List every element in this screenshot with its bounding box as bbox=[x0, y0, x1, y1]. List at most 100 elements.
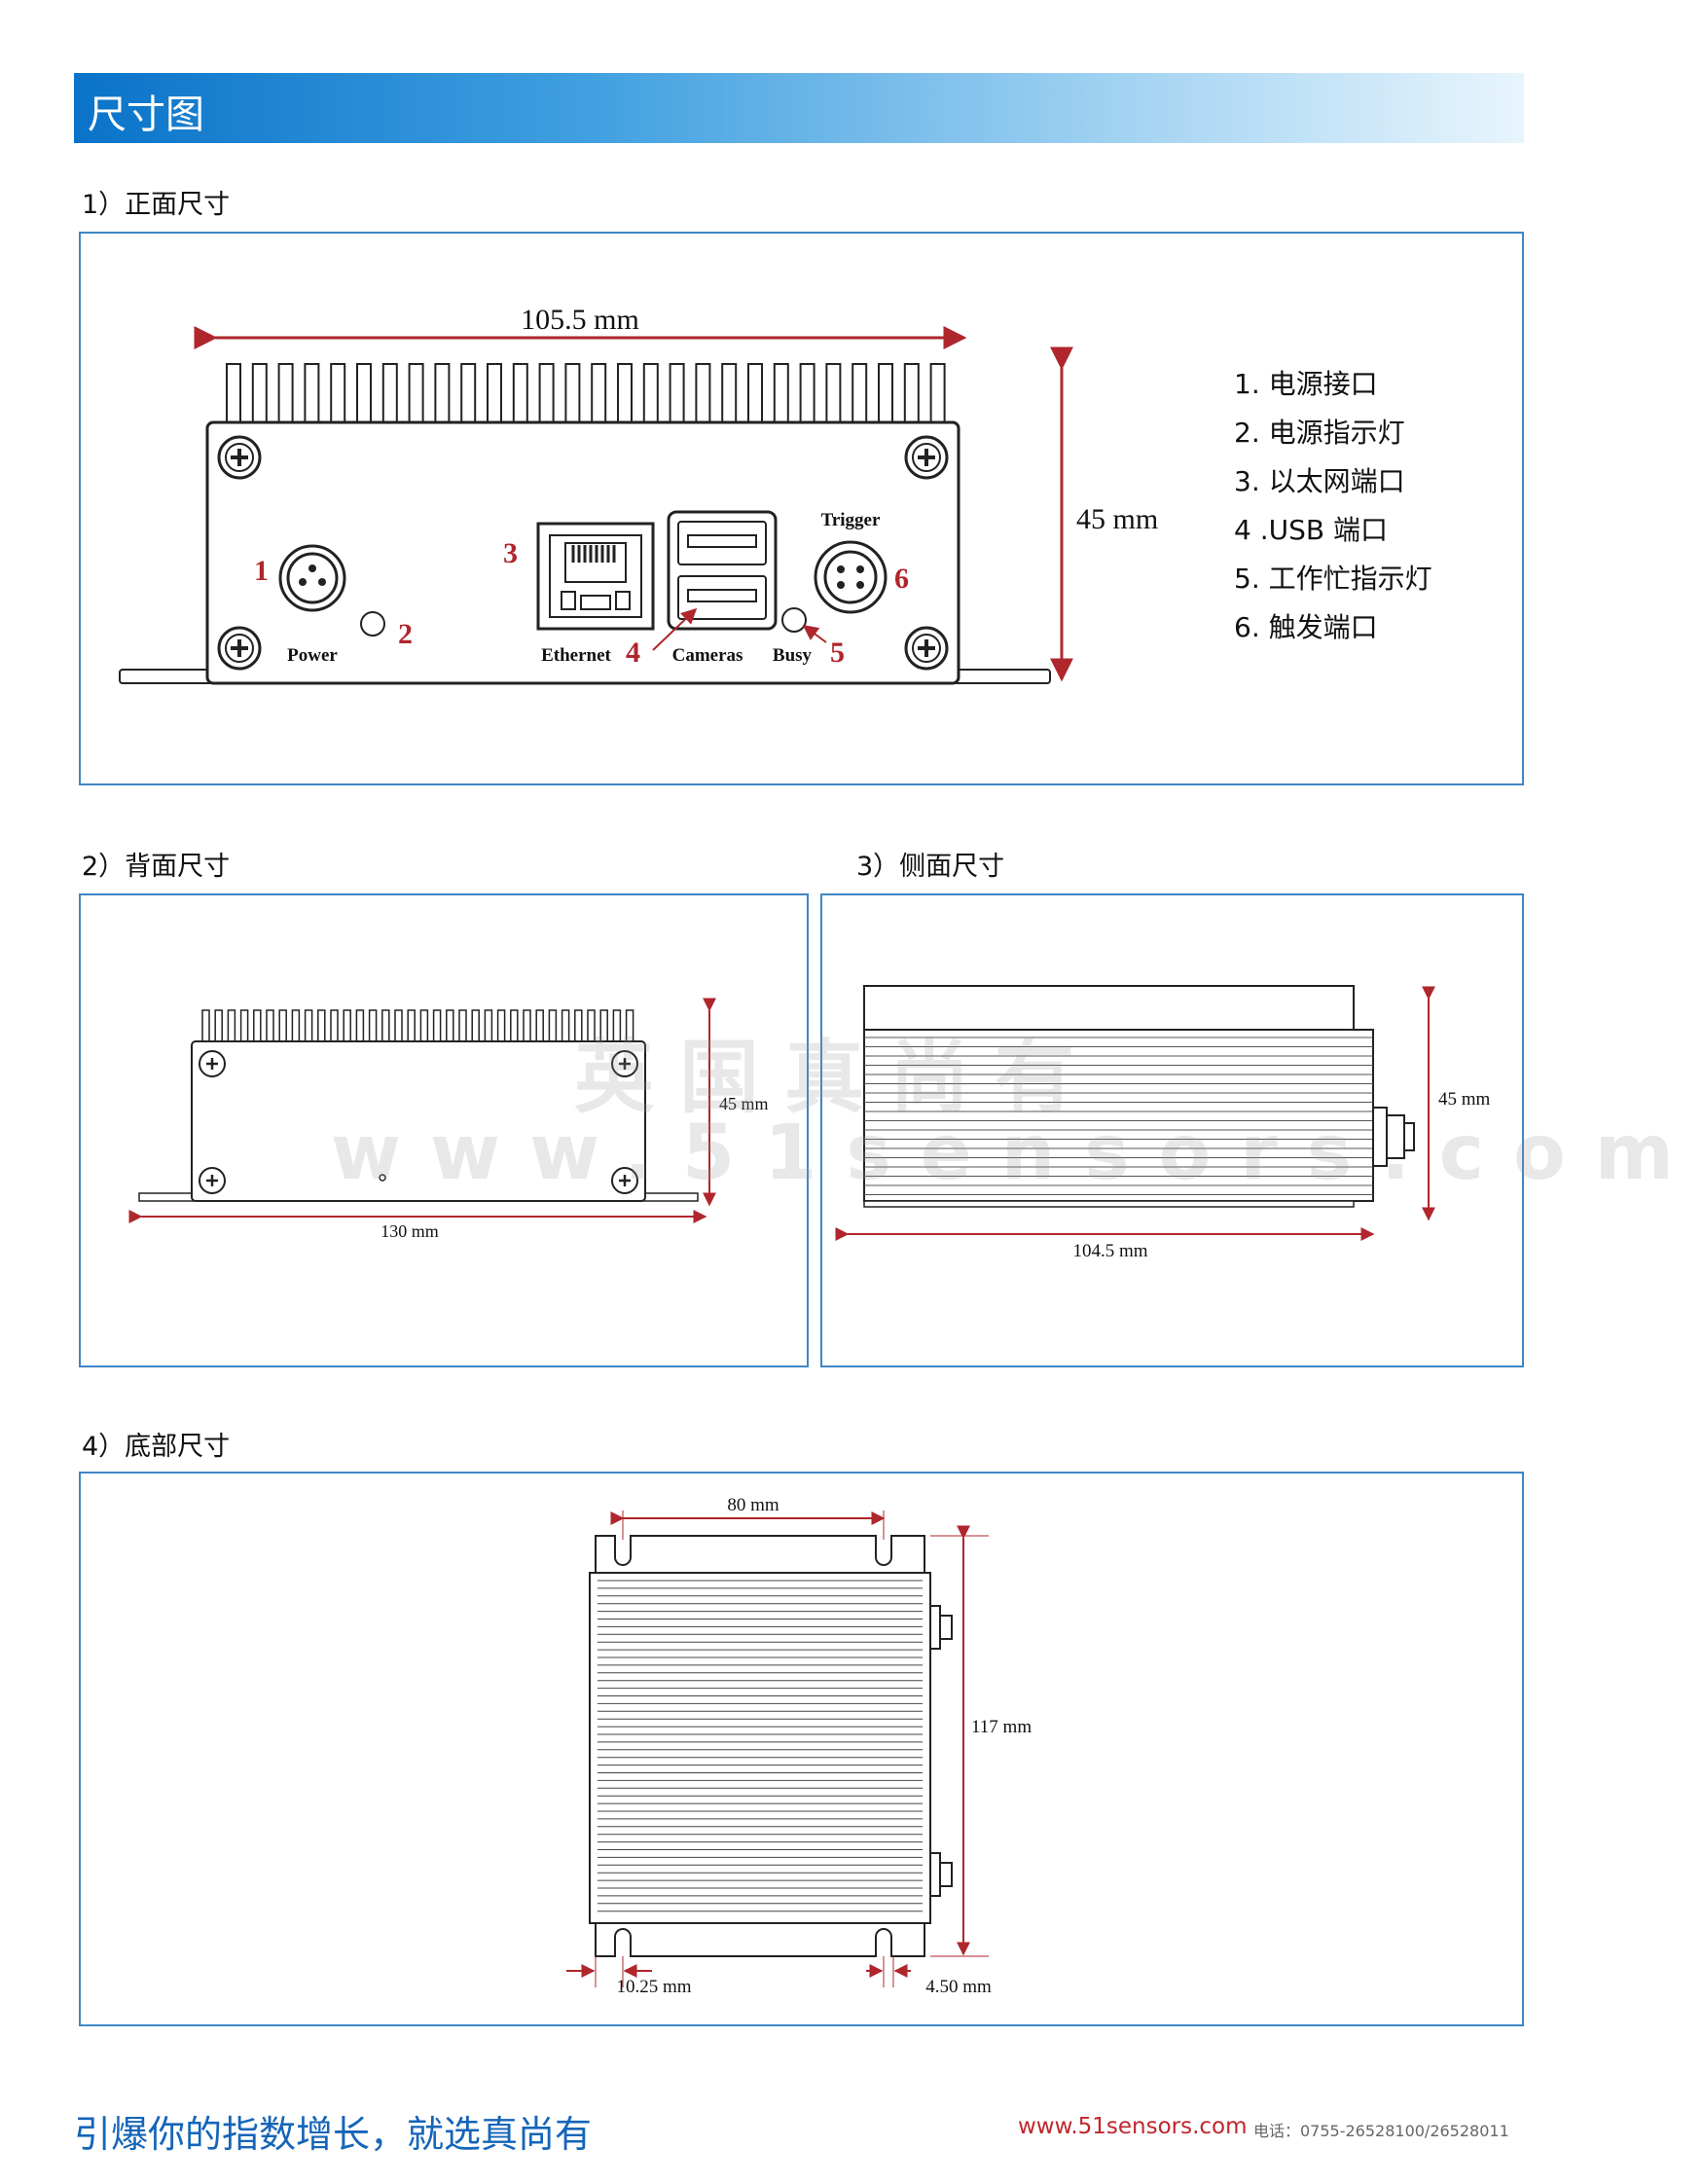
screw-icon bbox=[611, 1167, 638, 1194]
fin bbox=[381, 363, 398, 422]
legend-item: 6. 触发端口 bbox=[1234, 611, 1378, 643]
fin bbox=[561, 1009, 570, 1041]
fin bbox=[564, 363, 581, 422]
side-top-bracket bbox=[863, 985, 1355, 991]
callout-number: 2 bbox=[398, 618, 413, 650]
fin bbox=[612, 1009, 622, 1041]
screw-icon bbox=[904, 626, 949, 671]
usb-port-icon bbox=[667, 510, 778, 631]
back-height-label: 45 mm bbox=[719, 1094, 769, 1113]
front-diagram: 105.5 mm 45 mm Power Ethernet bbox=[119, 304, 1158, 685]
fin bbox=[695, 363, 711, 422]
back-diagram: 45 mm 130 mm bbox=[128, 998, 769, 1241]
callout-number: 6 bbox=[894, 563, 909, 595]
section-title-side: 3）侧面尺寸 bbox=[856, 852, 1005, 882]
device-side-body bbox=[863, 1029, 1374, 1202]
fin bbox=[669, 363, 685, 422]
fin bbox=[253, 1009, 262, 1041]
busy-led-icon bbox=[781, 607, 807, 633]
legend-item: 2. 电源指示灯 bbox=[1234, 417, 1405, 449]
front-height-label: 45 mm bbox=[1076, 503, 1158, 535]
fin bbox=[407, 1009, 416, 1041]
heatsink-ribs bbox=[598, 1580, 923, 1912]
screw-icon bbox=[217, 435, 262, 480]
section-title-front: 1）正面尺寸 bbox=[82, 190, 231, 220]
page-title: 尺寸图 bbox=[88, 92, 204, 137]
legend-item: 4 .USB 端口 bbox=[1234, 514, 1388, 546]
footer-website-link[interactable]: www.51sensors.com bbox=[1018, 2114, 1248, 2139]
fin bbox=[548, 1009, 558, 1041]
fin bbox=[510, 1009, 519, 1041]
fin bbox=[825, 363, 842, 422]
front-width-label: 105.5 mm bbox=[521, 304, 639, 336]
side-diagram: 45 mm 104.5 mm bbox=[835, 985, 1491, 1261]
bottom-height-label: 117 mm bbox=[971, 1717, 1032, 1737]
port-label-cameras: Cameras bbox=[672, 645, 743, 666]
fin bbox=[266, 1009, 274, 1041]
fin bbox=[523, 1009, 531, 1041]
fin bbox=[381, 1009, 390, 1041]
callout-number: 1 bbox=[254, 555, 269, 587]
fin bbox=[852, 363, 868, 422]
fin bbox=[432, 1009, 442, 1041]
fin bbox=[512, 363, 528, 422]
fin bbox=[929, 363, 946, 422]
back-width-label: 130 mm bbox=[380, 1221, 439, 1241]
callout-number: 4 bbox=[626, 637, 640, 669]
fin bbox=[251, 363, 268, 422]
fin bbox=[419, 1009, 429, 1041]
fin bbox=[330, 1009, 339, 1041]
fin bbox=[487, 363, 502, 422]
fin bbox=[304, 1009, 313, 1041]
fin bbox=[617, 363, 633, 422]
fin bbox=[394, 1009, 403, 1041]
fin bbox=[239, 1009, 249, 1041]
fin bbox=[355, 1009, 365, 1041]
fin bbox=[471, 1009, 480, 1041]
mounting-plate-top bbox=[595, 1535, 925, 1578]
legend-item: 5. 工作忙指示灯 bbox=[1234, 563, 1432, 595]
screw-icon bbox=[199, 1050, 226, 1077]
power-led-icon bbox=[360, 611, 385, 637]
fin bbox=[721, 363, 738, 422]
fin bbox=[278, 1009, 287, 1041]
fin bbox=[574, 1009, 583, 1041]
fin bbox=[214, 1009, 223, 1041]
fin bbox=[343, 1009, 351, 1041]
legend-item: 3. 以太网端口 bbox=[1234, 465, 1405, 497]
callout-number: 3 bbox=[503, 537, 518, 569]
side-height-label: 45 mm bbox=[1438, 1089, 1491, 1110]
fin bbox=[277, 363, 294, 422]
screw-icon bbox=[904, 435, 949, 480]
fin bbox=[201, 1009, 210, 1041]
fin bbox=[903, 363, 920, 422]
fin bbox=[591, 363, 607, 422]
mounting-plate-bottom bbox=[595, 1918, 925, 1957]
side-width-label: 104.5 mm bbox=[1072, 1241, 1147, 1261]
fin bbox=[625, 1009, 634, 1041]
fin bbox=[460, 363, 477, 422]
indicator-hole-icon bbox=[379, 1174, 386, 1182]
port-label-power: Power bbox=[287, 645, 338, 666]
side-connector-icon bbox=[1372, 1107, 1415, 1167]
bottom-top-label: 80 mm bbox=[727, 1495, 779, 1515]
section-header-bar: 尺寸图 bbox=[74, 73, 1524, 143]
fin bbox=[446, 1009, 454, 1041]
callout-pointer bbox=[802, 625, 827, 643]
bottom-connector-icon bbox=[929, 1852, 953, 1897]
heatsink-fins bbox=[226, 363, 946, 422]
callout-number: 5 bbox=[830, 637, 845, 669]
fin bbox=[535, 1009, 544, 1041]
fin bbox=[434, 363, 451, 422]
fin bbox=[330, 363, 346, 422]
device-back-face bbox=[191, 1040, 646, 1202]
fin bbox=[368, 1009, 378, 1041]
fin bbox=[484, 1009, 493, 1041]
fin bbox=[538, 363, 555, 422]
fin bbox=[226, 363, 241, 422]
ethernet-port-icon bbox=[536, 522, 655, 631]
power-connector-icon bbox=[278, 544, 346, 612]
footer-phone: 电话：0755-26528100/26528011 bbox=[1253, 2122, 1509, 2140]
fin bbox=[317, 1009, 326, 1041]
fin bbox=[773, 363, 789, 422]
